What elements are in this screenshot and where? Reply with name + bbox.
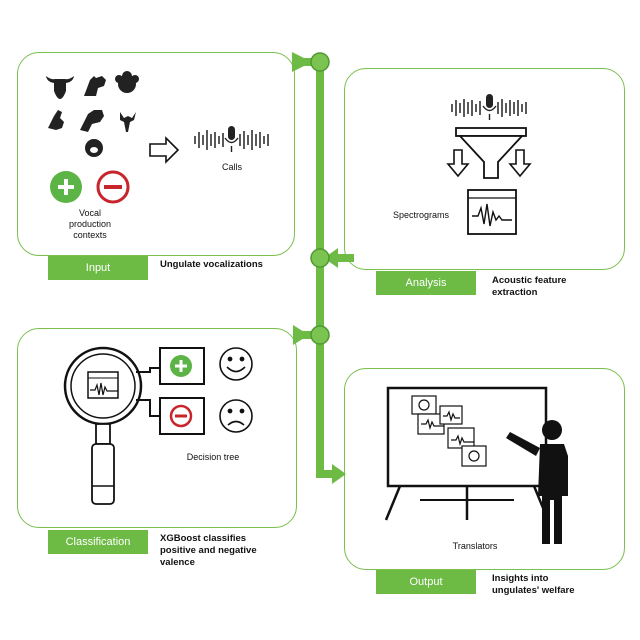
spectrogram-window-icon (467, 189, 517, 235)
sheep-icon (115, 71, 139, 93)
cow-icon (46, 76, 74, 99)
output-description: Insights into ungulates' welfare (492, 573, 575, 596)
input-tag: Input (48, 256, 148, 280)
deer-icon (120, 112, 136, 132)
analysis-microphone-icon (482, 94, 497, 120)
classification-description: XGBoost classifies positive and negative… (160, 533, 257, 568)
sad-face-icon (219, 399, 253, 433)
input-description: Ungulate vocalizations (160, 259, 263, 270)
classification-panel (17, 328, 297, 528)
arrow-down-right-icon (508, 149, 532, 178)
horse2-icon (80, 110, 104, 132)
minus-icon (96, 170, 130, 204)
pig-icon (85, 139, 103, 157)
person-icon (506, 420, 568, 544)
connector-line (292, 52, 354, 484)
microphone-icon (224, 126, 239, 152)
decision-tree-branches (136, 367, 160, 417)
translators-label: Translators (452, 541, 498, 551)
arrow-down-left-icon (446, 149, 470, 178)
horse-icon (84, 76, 106, 96)
classification-tag: Classification (48, 530, 148, 554)
funnel-icon (455, 127, 527, 179)
arrow-right-icon (149, 136, 180, 164)
goat-icon (48, 110, 64, 130)
analysis-waveform-icon (451, 99, 527, 117)
negative-box (159, 397, 205, 435)
vocal-contexts-label: Vocal production contexts (68, 208, 112, 240)
decision-tree-label: Decision tree (186, 452, 240, 462)
analysis-tag: Analysis (376, 271, 476, 295)
output-tag: Output (376, 570, 476, 594)
calls-waveform-icon (194, 130, 269, 150)
board-messages (411, 395, 487, 467)
magnifier-icon (63, 346, 143, 505)
positive-box (159, 347, 205, 385)
analysis-description: Acoustic feature extraction (492, 275, 567, 298)
spectrograms-label: Spectrograms (392, 210, 450, 220)
calls-label: Calls (221, 162, 242, 172)
plus-icon (50, 171, 82, 203)
smiley-icon (219, 347, 253, 381)
